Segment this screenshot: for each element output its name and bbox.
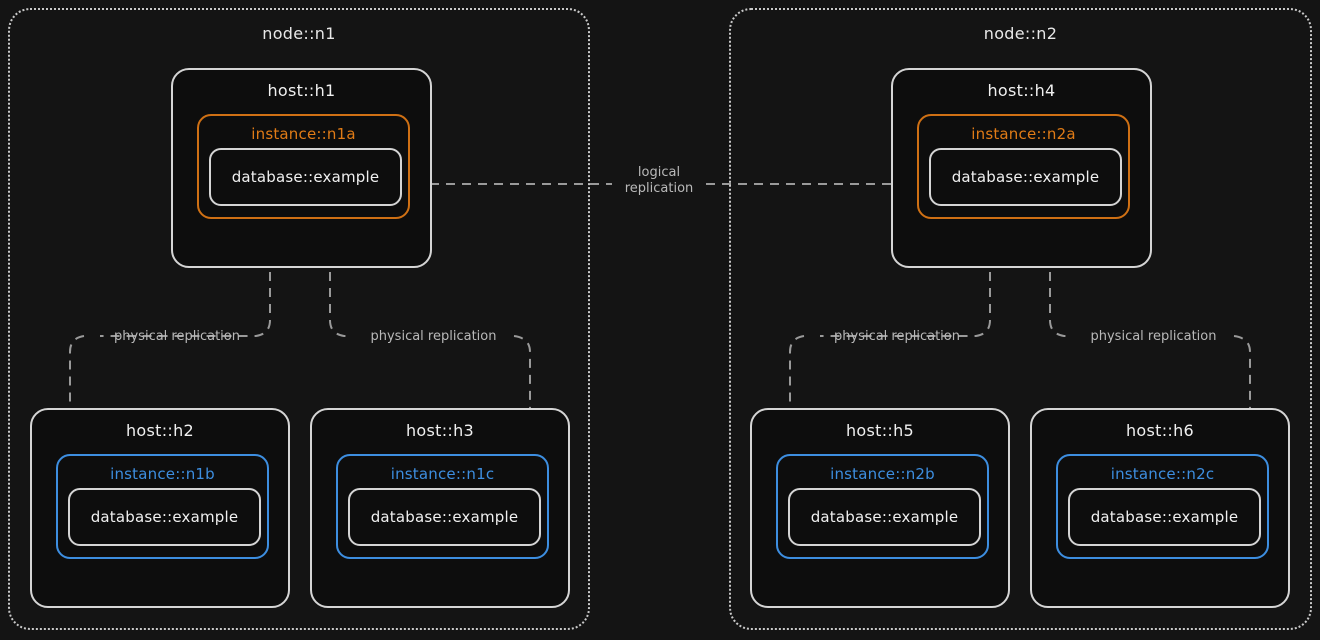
- database-n1a-label: database::example: [231, 168, 380, 186]
- host-h5-title: host::h5: [845, 421, 915, 440]
- edge-label-physical-n1b: physical replication: [114, 329, 240, 344]
- node-n2[interactable]: node::n2: [729, 8, 1312, 630]
- database-n1c[interactable]: database::example: [348, 488, 541, 546]
- database-n2a-label: database::example: [951, 168, 1100, 186]
- instance-n2b[interactable]: instance::n2b database::example: [776, 454, 989, 559]
- host-h4-title: host::h4: [987, 81, 1056, 100]
- edge-label-logical-replication: logical replication: [610, 165, 708, 198]
- node-n1[interactable]: node::n1: [8, 8, 590, 630]
- instance-n1c-title: instance::n1c: [390, 465, 495, 483]
- host-h2[interactable]: host::h2 instance::n1b database::example: [30, 408, 290, 608]
- instance-n2a-title: instance::n2a: [971, 125, 1076, 143]
- edge-label-logical-line1: logical: [637, 165, 681, 180]
- database-n1c-label: database::example: [370, 508, 519, 526]
- host-h4[interactable]: host::h4 instance::n2a database::example: [891, 68, 1152, 268]
- host-h3[interactable]: host::h3 instance::n1c database::example: [310, 408, 570, 608]
- database-n2a[interactable]: database::example: [929, 148, 1122, 206]
- edge-label-logical-line2: replication: [624, 181, 694, 197]
- instance-n1b[interactable]: instance::n1b database::example: [56, 454, 269, 559]
- instance-n1c[interactable]: instance::n1c database::example: [336, 454, 549, 559]
- host-h6-title: host::h6: [1125, 421, 1195, 440]
- edge-label-physical-n2c: physical replication: [1090, 329, 1217, 344]
- instance-n2b-title: instance::n2b: [830, 465, 935, 483]
- database-n2c[interactable]: database::example: [1068, 488, 1261, 546]
- database-n1b-label: database::example: [90, 508, 239, 526]
- database-n2b-label: database::example: [810, 508, 959, 526]
- host-h2-title: host::h2: [125, 421, 195, 440]
- database-n2c-label: database::example: [1090, 508, 1239, 526]
- edge-label-physical-n2b: physical replication: [834, 329, 960, 344]
- instance-n1a[interactable]: instance::n1a database::example: [197, 114, 410, 219]
- edge-label-physical-n1c: physical replication: [370, 329, 497, 344]
- database-n1b[interactable]: database::example: [68, 488, 261, 546]
- instance-n2c-title: instance::n2c: [1110, 465, 1215, 483]
- instance-n2c[interactable]: instance::n2c database::example: [1056, 454, 1269, 559]
- node-n1-title: node::n1: [262, 24, 336, 43]
- database-n2b[interactable]: database::example: [788, 488, 981, 546]
- node-n2-title: node::n2: [983, 24, 1058, 43]
- host-h1-title: host::h1: [267, 81, 336, 100]
- instance-n1b-title: instance::n1b: [110, 465, 215, 483]
- database-n1a[interactable]: database::example: [209, 148, 402, 206]
- host-h6[interactable]: host::h6 instance::n2c database::example: [1030, 408, 1290, 608]
- host-h1[interactable]: host::h1 instance::n1a database::example: [171, 68, 432, 268]
- host-h3-title: host::h3: [405, 421, 475, 440]
- instance-n1a-title: instance::n1a: [251, 125, 356, 143]
- instance-n2a[interactable]: instance::n2a database::example: [917, 114, 1130, 219]
- host-h5[interactable]: host::h5 instance::n2b database::example: [750, 408, 1010, 608]
